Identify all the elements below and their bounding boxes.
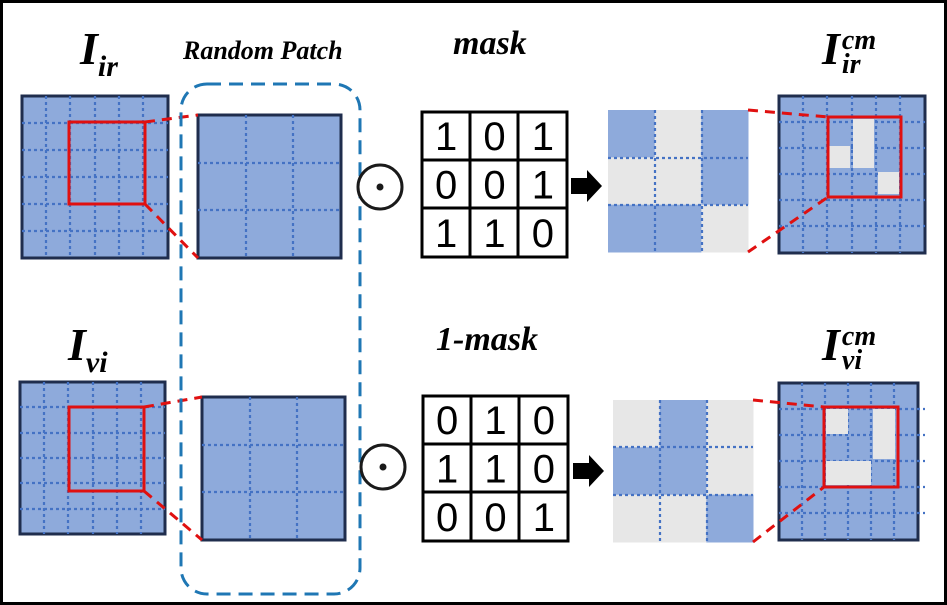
- masked-ir-cell-0-1: [654, 110, 702, 158]
- cutmix-ir-box: [826, 115, 903, 199]
- hadamard-operator-top: [356, 163, 404, 211]
- vi-random-patch: [200, 395, 347, 542]
- inverse-mask-cell-2-2: 1: [533, 496, 555, 540]
- masked-vi-cell-1-2: [706, 447, 754, 496]
- vi-image-label: Ivi: [68, 319, 108, 379]
- inverse-mask-cell-1-2: 0: [533, 447, 555, 491]
- masked-ir-cell-1-2: [701, 157, 749, 206]
- inverse-mask-label: 1-mask: [436, 321, 538, 358]
- masked-ir-cell-2-2: [701, 204, 749, 253]
- ir-image-label: Iir: [80, 23, 118, 83]
- arrow-right-icon: [573, 455, 604, 487]
- inverse-mask-cell-0-0: 0: [436, 399, 458, 443]
- mask-cell-2-1: 1: [483, 212, 505, 256]
- vi-selection-box: [67, 405, 146, 493]
- inverse-mask-cell-1-1: 1: [484, 447, 506, 491]
- masked-vi-cell-1-0: [613, 447, 661, 496]
- inverse-mask-cell-2-1: 0: [484, 496, 506, 540]
- inverse-mask-cell-1-0: 1: [436, 447, 458, 491]
- inverse-mask-cell-0-2: 0: [533, 399, 555, 443]
- masked-vi-cell-0-2: [706, 400, 754, 448]
- cutmix-vi-output: [777, 381, 925, 542]
- hadamard-operator-bottom: [359, 443, 407, 491]
- mask-label: mask: [453, 25, 527, 62]
- mask-cell-2-0: 1: [435, 212, 457, 256]
- masked-ir-cell-1-1: [654, 157, 702, 206]
- inverse-mask-cell-2-0: 0: [436, 496, 458, 540]
- cutmix-ir-output: [777, 94, 927, 255]
- ir-zoom-lines: [143, 113, 200, 260]
- cutmix-vi-zoom-lines: [752, 398, 825, 544]
- masked-vi-patch: [613, 400, 754, 543]
- masked-ir-patch: [608, 110, 749, 253]
- masked-vi-cell-2-2: [706, 494, 754, 543]
- mask-cell-2-2: 0: [532, 212, 554, 256]
- masked-ir-cell-0-2: [701, 110, 749, 158]
- mask-cell-1-2: 1: [532, 163, 554, 207]
- arrow-right-icon: [571, 170, 602, 202]
- mask-cell-0-0: 1: [435, 115, 457, 159]
- vi-zoom-lines: [143, 395, 203, 542]
- masked-vi-cell-0-1: [659, 400, 707, 448]
- masked-ir-cell-2-0: [608, 204, 656, 253]
- ir-random-patch: [196, 113, 343, 260]
- mask-cell-1-1: 0: [483, 163, 505, 207]
- random-patch-group-outline: [179, 82, 362, 596]
- ir-selection-box: [67, 120, 147, 206]
- inverse-mask-cell-0-1: 1: [484, 399, 506, 443]
- masked-vi-cell-1-1: [659, 447, 707, 496]
- cutmix-ir-zoom-lines: [747, 108, 829, 254]
- random-patch-label: Random Patch: [183, 36, 343, 65]
- masked-ir-cell-1-0: [608, 157, 656, 206]
- mask-cell-1-0: 0: [435, 163, 457, 207]
- cutmix-vi-box: [822, 405, 900, 489]
- masked-vi-cell-0-0: [613, 400, 661, 448]
- masked-ir-cell-0-0: [608, 110, 656, 158]
- mask-cell-0-2: 1: [532, 115, 554, 159]
- masked-vi-cell-2-1: [659, 494, 707, 543]
- mask-cell-0-1: 0: [483, 115, 505, 159]
- masked-ir-cell-2-1: [654, 204, 702, 253]
- masked-vi-cell-2-0: [613, 494, 661, 543]
